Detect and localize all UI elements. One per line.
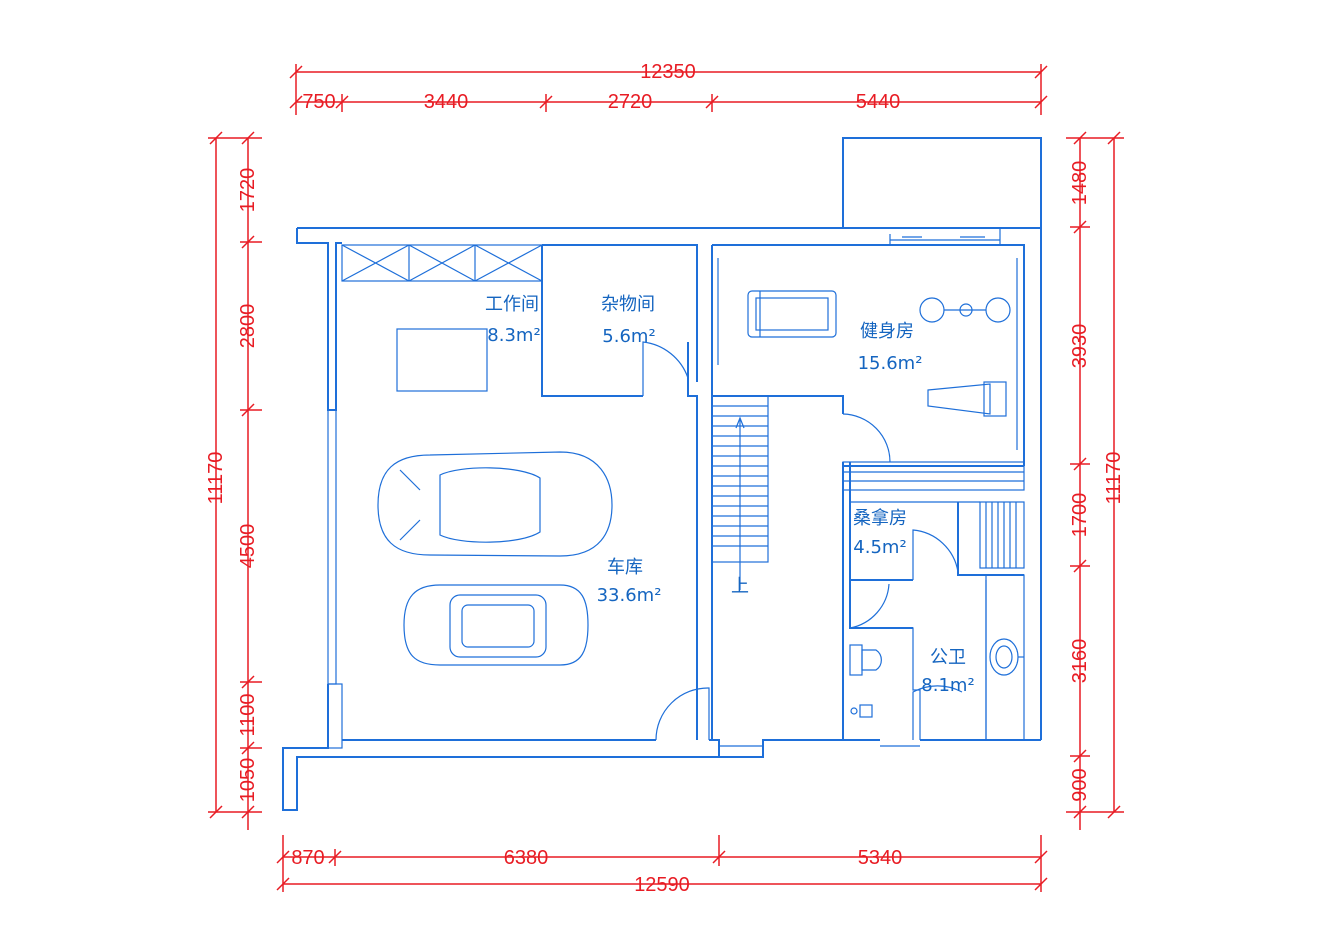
- garage-name: 车库: [607, 557, 643, 578]
- dim-bottom-2: 6380: [504, 847, 549, 869]
- dim-right-total: 11170: [1103, 452, 1125, 505]
- dim-left-total: 11170: [205, 452, 227, 505]
- gym-name: 健身房: [860, 321, 914, 342]
- treadmill-icon: [747, 290, 837, 338]
- dim-right-4: 3160: [1069, 639, 1091, 684]
- dim-top-4: 5440: [856, 91, 901, 113]
- bathroom-area: 8.1m²: [921, 675, 974, 696]
- dim-top-1: 750: [302, 91, 335, 113]
- staircase: [711, 395, 769, 590]
- bench-icon: [927, 381, 1007, 417]
- dim-left-5: 1050: [237, 758, 259, 803]
- dim-left-2: 2800: [237, 304, 259, 349]
- storage-area: 5.6m²: [602, 326, 655, 347]
- toilet-icon: [849, 644, 882, 676]
- gym-area: 15.6m²: [858, 353, 923, 374]
- dim-top-3: 2720: [608, 91, 653, 113]
- dim-top-total: 12350: [640, 61, 696, 83]
- walls: [282, 137, 1042, 811]
- sports-car-icon: [377, 451, 613, 557]
- dimension-labels: 12350 750 3440 2720 5440 870 6380 5340 1…: [205, 61, 1125, 896]
- sink-icon: [989, 638, 1024, 676]
- storage-name: 杂物间: [601, 294, 655, 315]
- desk: [396, 328, 488, 392]
- dim-right-5: 900: [1069, 768, 1091, 801]
- dim-left-4: 1100: [237, 693, 259, 736]
- shower-icon: [850, 704, 873, 718]
- exercise-machine-icon: [919, 297, 1011, 323]
- dim-bottom-3: 5340: [858, 847, 903, 869]
- dim-left-1: 1720: [237, 168, 259, 213]
- workroom-area: 8.3m²: [487, 325, 540, 346]
- car-icon: [403, 584, 589, 666]
- dim-bottom-1: 870: [291, 847, 324, 869]
- stair-up-label: 上: [731, 576, 749, 597]
- dim-top-2: 3440: [424, 91, 469, 113]
- room-labels: 工作间 8.3m² 杂物间 5.6m² 健身房 15.6m² 车库 33.6m²…: [485, 294, 975, 696]
- dim-right-1: 1480: [1069, 161, 1091, 206]
- dim-right-3: 1700: [1069, 493, 1091, 538]
- dimension-lines: [208, 64, 1124, 892]
- bathroom-name: 公卫: [930, 647, 966, 668]
- dim-bottom-total: 12590: [634, 874, 690, 896]
- dim-left-3: 4500: [237, 524, 259, 569]
- dim-right-2: 3930: [1069, 324, 1091, 369]
- garage-area: 33.6m²: [597, 585, 662, 606]
- workroom-name: 工作间: [485, 294, 539, 315]
- sauna-name: 桑拿房: [853, 507, 907, 529]
- sauna-area: 4.5m²: [853, 537, 906, 558]
